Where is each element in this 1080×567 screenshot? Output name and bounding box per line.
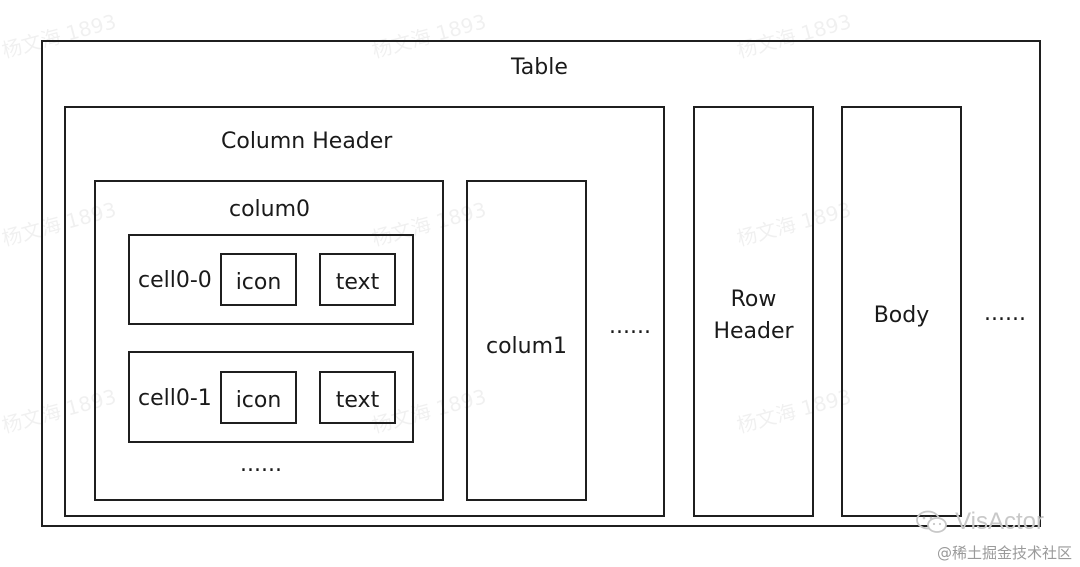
cell-icon-box-0: icon	[220, 253, 297, 306]
cell-text-label-0: text	[335, 270, 380, 295]
row-header-title-line2: Header	[713, 319, 794, 344]
column-header-title: Column Header	[221, 129, 393, 154]
column-ellipsis: ......	[609, 314, 651, 339]
table-box	[41, 40, 1041, 527]
cell-icon-label-1: icon	[235, 388, 282, 413]
table-ellipsis: ......	[984, 301, 1026, 326]
cell-text-box-1: text	[319, 371, 396, 424]
colum0-box	[94, 180, 444, 501]
wechat-icon	[916, 510, 947, 533]
cell-icon-label-0: icon	[235, 270, 282, 295]
body-title: Body	[873, 303, 930, 328]
row-header-title-line1: Row	[730, 287, 777, 312]
cell-ellipsis: ......	[240, 452, 282, 477]
cell-label-1: cell0-1	[138, 386, 212, 411]
colum0-title: colum0	[229, 197, 311, 222]
colum1-box: colum1	[466, 180, 587, 501]
source-credit: @稀土掘金技术社区	[936, 544, 1072, 562]
brand-logo: VisActor	[915, 508, 1044, 536]
cell-text-box-0: text	[319, 253, 396, 306]
cell-icon-box-1: icon	[220, 371, 297, 424]
row-header-box: Row Header	[693, 106, 814, 517]
cell-text-label-1: text	[335, 388, 380, 413]
cell-label-0: cell0-0	[138, 268, 212, 293]
colum1-title: colum1	[485, 334, 568, 359]
column-header-box	[64, 106, 665, 517]
body-box: Body	[841, 106, 962, 517]
cell-box-0	[128, 234, 414, 325]
brand-name: VisActor	[955, 508, 1044, 535]
cell-box-1	[128, 351, 414, 443]
table-title: Table	[511, 55, 568, 80]
